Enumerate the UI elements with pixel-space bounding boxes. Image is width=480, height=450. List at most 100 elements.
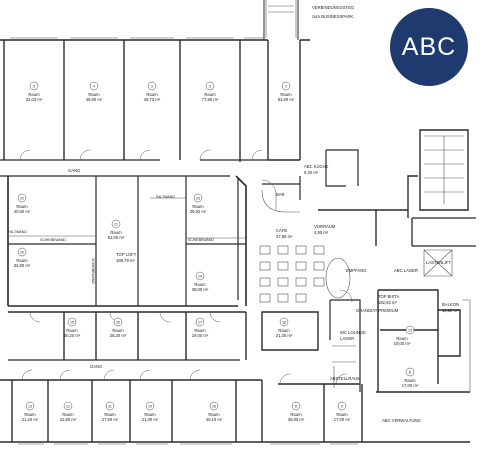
svg-text:Raum: Raum [290,412,302,417]
room-mid-21: 21 Raum 62,00 m² [108,219,125,240]
svg-text:32,80 m²: 32,80 m² [14,263,31,268]
svg-text:23: 23 [196,197,200,201]
plan-labels: VERBINDUNGSSTEG zum BUSINESSPARK GANG GA… [8,5,459,423]
vorraum-label: VORRAUM [314,224,336,229]
abc-kueche-area: 9,30 m² [304,170,319,175]
room-bottom-16: 16 Raum 40,10 m² [206,401,223,422]
svg-text:36,92 m²: 36,92 m² [190,209,207,214]
balkon-area: 12,60 m² [442,308,459,313]
svg-text:16: 16 [116,321,120,325]
room-mid-23: 23 Raum 36,92 m² [190,193,207,214]
svg-text:48,73 m²: 48,73 m² [144,97,161,102]
room-top-1: 1 Raum 83,80 m² [278,81,295,102]
empfang-label: EMPFANG [346,268,366,273]
svg-text:30,20 m²: 30,20 m² [64,333,81,338]
abc-lager-label: ABC LAGER [394,268,418,273]
svg-text:20: 20 [20,251,24,255]
svg-text:1: 1 [285,85,287,89]
verwaltung-label: ABC VERWALTUNG [382,418,421,423]
svg-text:Raum: Raum [396,336,408,341]
doors [19,149,353,385]
svg-text:10: 10 [148,405,152,409]
svg-text:Raum: Raum [194,328,206,333]
bar-label: BAR [276,192,285,197]
top-loft-area: 188,79 m² [116,258,135,263]
svg-text:77,80 m²: 77,80 m² [202,97,219,102]
svg-text:Raum: Raum [62,412,74,417]
svg-text:17: 17 [198,321,202,325]
room-right-a: 19 Raum 19,00 m² [394,325,415,346]
svg-text:21,20 m²: 21,20 m² [22,417,39,422]
svg-text:Raum: Raum [404,378,416,383]
room-bottom-9: 9 Raum 17,00 m² [334,401,351,422]
svg-text:21: 21 [114,223,118,227]
room-mid-22: 22 Raum 40,50 m² [14,193,31,214]
gang-top-label: GANG [68,168,80,173]
rooms-row3: 15 Raum 30,20 m² 16 Raum 28,30 m² 17 Rau… [64,317,293,338]
svg-text:Raum: Raum [66,328,78,333]
top-loft-label: TOP LOFT [116,252,137,257]
room-mid-19: 19 Raum 38,00 m² [192,271,209,292]
svg-text:8: 8 [295,405,297,409]
svg-text:32,03 m²: 32,03 m² [26,97,43,102]
svg-text:21,00 m²: 21,00 m² [142,417,159,422]
svg-text:3: 3 [151,85,153,89]
room-row3-15: 15 Raum 30,20 m² [64,317,81,338]
svg-text:9: 9 [341,405,343,409]
rooms-top: 5 Raum 32,03 m² 4 Raum 49,60 m² 3 Raum 4… [26,81,295,102]
svg-text:40,10 m²: 40,10 m² [206,417,223,422]
svg-text:83,80 m²: 83,80 m² [278,97,295,102]
room-top-4: 4 Raum 49,60 m² [86,81,103,102]
svg-text:19: 19 [198,275,202,279]
svg-text:21,30 m²: 21,30 m² [276,333,293,338]
svg-text:49,60 m²: 49,60 m² [86,97,103,102]
room-top-3: 3 Raum 48,73 m² [144,81,161,102]
bridge-label: VERBINDUNGSSTEG [312,5,354,10]
schiebewand-right-label: SCHIEBEWAND [188,238,214,242]
wc-lounge-label: WC LOUNGE [340,330,366,335]
svg-text:Raum: Raum [336,412,348,417]
grandiat-label: GRANDIAT PREMIUM [356,308,399,313]
faltwand-left-label: FALTWAND [8,230,27,234]
svg-text:Raum: Raum [144,412,156,417]
room-bottom-13: 13 Raum 21,20 m² [22,401,39,422]
svg-text:5: 5 [33,85,35,89]
svg-text:Raum: Raum [192,204,204,209]
lastenlift-label: LASTENLIFT [426,260,451,265]
svg-text:Raum: Raum [194,282,206,287]
svg-text:Raum: Raum [16,258,28,263]
svg-text:17,00 m²: 17,00 m² [334,417,351,422]
svg-text:22: 22 [20,197,24,201]
svg-text:8: 8 [409,371,411,375]
svg-text:4: 4 [93,85,95,89]
svg-text:62,00 m²: 62,00 m² [108,235,125,240]
svg-text:11: 11 [108,405,112,409]
svg-text:Raum: Raum [110,230,122,235]
svg-text:18: 18 [282,321,286,325]
top-bistar-label: TOP BISTA [378,294,400,299]
svg-text:12: 12 [66,405,70,409]
schiebewand-vertical-label: SCHIEBEWAND [91,258,95,284]
room-row3-18: 18 Raum 21,30 m² [276,317,293,338]
gang-bottom-label: GANG [90,364,102,369]
room-top-5: 5 Raum 32,03 m² [26,81,43,102]
bridge-sub-label: zum BUSINESSPARK [312,14,354,19]
abc-logo-text: ABC [401,32,457,61]
svg-text:13: 13 [28,405,32,409]
rooms-mid: 22 Raum 40,50 m² 21 Raum 62,00 m² 23 Rau… [14,193,209,292]
vorraum-area: 3,90 m² [314,230,329,235]
room-row3-16: 16 Raum 28,30 m² [110,317,127,338]
schiebewand-left-label: SCHIEBEWAND [40,238,66,242]
room-mid-20: 20 Raum 32,80 m² [14,247,31,268]
bar-counter [261,189,300,213]
windows [10,37,358,445]
svg-text:Raum: Raum [28,92,40,97]
svg-text:Raum: Raum [208,412,220,417]
top-bistar-area: 182,83 m² [378,300,397,305]
room-row3-17: 17 Raum 19,00 m² [192,317,209,338]
svg-text:2: 2 [209,85,211,89]
room-bottom-10: 10 Raum 21,00 m² [142,401,159,422]
room-top-2: 2 Raum 77,80 m² [202,81,219,102]
svg-text:19,00 m²: 19,00 m² [394,341,411,346]
cafe-label: CAFÉ [276,228,287,233]
